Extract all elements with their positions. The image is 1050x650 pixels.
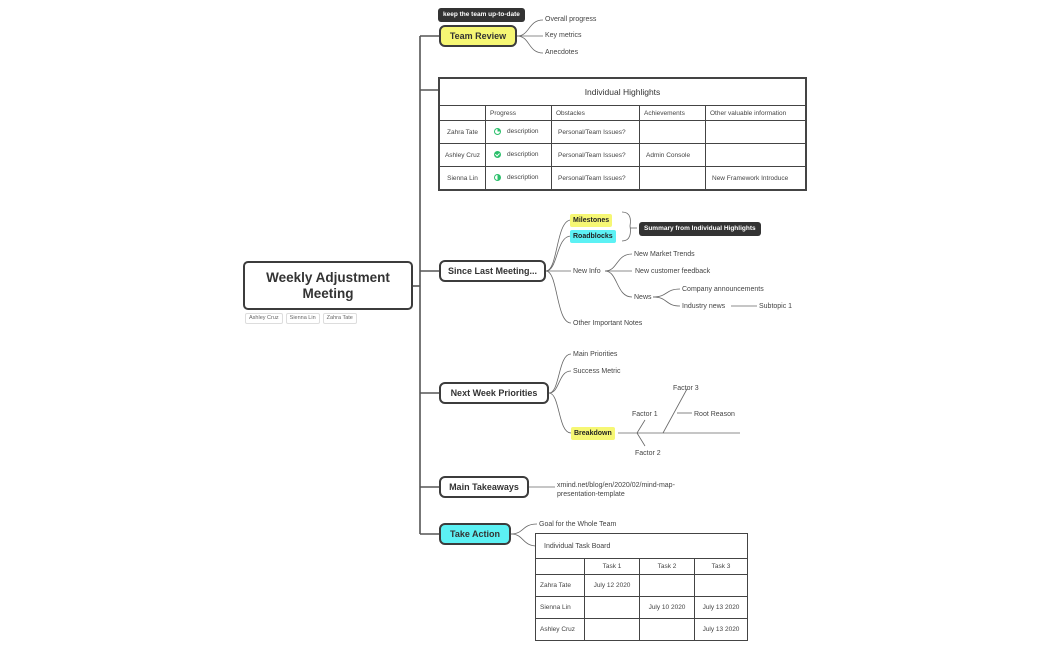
obstacles-cell: Personal/Team Issues? — [551, 166, 640, 191]
progress-cell: description — [485, 143, 552, 167]
takeaways-link[interactable]: xmind.net/blog/en/2020/02/mind-map- pres… — [557, 481, 675, 499]
since-last-meeting-topic[interactable]: Since Last Meeting... — [439, 260, 546, 282]
since-last-meeting-label: Since Last Meeting... — [447, 266, 538, 276]
task-cell — [694, 574, 748, 597]
new-info-node[interactable]: New Info — [573, 268, 601, 275]
anecdotes-node[interactable]: Anecdotes — [545, 49, 579, 56]
table-row: Ashley Cruz description Personal/Team Is… — [438, 143, 807, 167]
header-cell: Obstacles — [551, 105, 640, 121]
table-row: Ashley Cruz July 13 2020 — [535, 618, 748, 641]
table-row: Sienna Lin July 10 2020 July 13 2020 — [535, 596, 748, 619]
factor-1-node[interactable]: Factor 1 — [632, 411, 658, 418]
header-cell: Progress — [485, 105, 552, 121]
team-review-callout[interactable]: keep the team up-to-date — [438, 8, 525, 22]
other-info-cell — [705, 143, 807, 167]
task-cell — [639, 574, 695, 597]
breakdown-node[interactable]: Breakdown — [571, 427, 615, 440]
success-metric-node[interactable]: Success Metric — [573, 368, 621, 375]
take-action-topic[interactable]: Take Action — [439, 523, 511, 545]
main-takeaways-topic[interactable]: Main Takeaways — [439, 476, 529, 498]
industry-news-node[interactable]: Industry news — [682, 303, 726, 310]
main-priorities-node[interactable]: Main Priorities — [573, 351, 618, 358]
progress-text: description — [507, 151, 539, 159]
factor-3-node[interactable]: Factor 3 — [673, 385, 699, 392]
progress-text: description — [507, 174, 539, 182]
task-cell: July 13 2020 — [694, 596, 748, 619]
task-cell — [639, 618, 695, 641]
task-cell — [584, 596, 640, 619]
table-header-row: Task 1 Task 2 Task 3 — [535, 558, 748, 575]
label-tag: Zahra Tate — [322, 313, 357, 324]
header-cell — [535, 558, 585, 575]
task-cell — [584, 618, 640, 641]
task-cell: July 10 2020 — [639, 596, 695, 619]
individual-highlights-table[interactable]: Individual Highlights Progress Obstacles… — [438, 77, 807, 191]
company-announcements-node[interactable]: Company announcements — [682, 286, 764, 293]
row-name: Zahra Tate — [535, 574, 585, 597]
new-customer-feedback-node[interactable]: New customer feedback — [635, 268, 711, 275]
goal-node[interactable]: Goal for the Whole Team — [539, 521, 617, 528]
factor-2-node[interactable]: Factor 2 — [635, 450, 661, 457]
obstacles-cell: Personal/Team Issues? — [551, 120, 640, 144]
table-row: Sienna Lin description Personal/Team Iss… — [438, 166, 807, 191]
label-tag: Ashley Cruz — [245, 313, 283, 324]
header-cell: Task 3 — [694, 558, 748, 575]
row-name: Ashley Cruz — [535, 618, 585, 641]
header-cell: Task 2 — [639, 558, 695, 575]
task-board-title: Individual Task Board — [535, 533, 748, 559]
row-name: Ashley Cruz — [438, 143, 486, 167]
key-metrics-node[interactable]: Key metrics — [545, 32, 582, 39]
progress-cell: description — [485, 120, 552, 144]
main-takeaways-label: Main Takeaways — [449, 482, 519, 492]
progress-half-icon — [494, 174, 501, 182]
achievements-cell: Admin Console — [639, 143, 706, 167]
table-row: Zahra Tate description Personal/Team Iss… — [438, 120, 807, 144]
row-name: Sienna Lin — [535, 596, 585, 619]
milestones-node[interactable]: Milestones — [570, 214, 613, 227]
central-topic-labels: Ashley Cruz Sienna Lin Zahra Tate — [245, 313, 357, 324]
takeaways-link-line-2: presentation-template — [557, 491, 625, 498]
summary-callout[interactable]: Summary from Individual Highlights — [639, 222, 761, 236]
other-info-cell — [705, 120, 807, 144]
new-market-trends-node[interactable]: New Market Trends — [634, 251, 695, 258]
header-cell: Achievements — [639, 105, 706, 121]
table-row: Zahra Tate July 12 2020 — [535, 574, 748, 597]
task-cell: July 13 2020 — [694, 618, 748, 641]
header-cell — [438, 105, 486, 121]
central-topic-title: Weekly Adjustment Meeting — [266, 269, 390, 301]
root-reason-node[interactable]: Root Reason — [694, 411, 735, 418]
obstacles-cell: Personal/Team Issues? — [551, 143, 640, 167]
take-action-label: Take Action — [449, 529, 500, 539]
row-name: Sienna Lin — [438, 166, 486, 191]
next-week-priorities-label: Next Week Priorities — [450, 388, 538, 398]
other-important-notes-node[interactable]: Other Important Notes — [573, 320, 643, 327]
header-cell: Task 1 — [584, 558, 640, 575]
central-topic[interactable]: Weekly Adjustment Meeting — [243, 261, 413, 310]
team-review-label: Team Review — [449, 31, 507, 41]
progress-quarter-icon — [494, 128, 501, 136]
other-info-cell: New Framework Introduce — [705, 166, 807, 191]
achievements-cell — [639, 166, 706, 191]
subtopic-node[interactable]: Subtopic 1 — [759, 303, 793, 310]
highlights-title: Individual Highlights — [438, 77, 807, 106]
label-tag: Sienna Lin — [285, 313, 320, 324]
news-node[interactable]: News — [634, 294, 652, 301]
next-week-priorities-topic[interactable]: Next Week Priorities — [439, 382, 549, 404]
task-cell: July 12 2020 — [584, 574, 640, 597]
overall-progress-node[interactable]: Overall progress — [545, 16, 597, 23]
progress-text: description — [507, 128, 539, 136]
roadblocks-node[interactable]: Roadblocks — [570, 230, 616, 243]
individual-task-board-table[interactable]: Individual Task Board Task 1 Task 2 Task… — [535, 533, 748, 641]
row-name: Zahra Tate — [438, 120, 486, 144]
header-cell: Other valuable information — [705, 105, 807, 121]
table-header-row: Progress Obstacles Achievements Other va… — [438, 105, 807, 121]
team-review-topic[interactable]: Team Review — [439, 25, 517, 47]
progress-done-icon — [494, 151, 501, 159]
progress-cell: description — [485, 166, 552, 191]
takeaways-link-line-1: xmind.net/blog/en/2020/02/mind-map- — [557, 482, 675, 489]
achievements-cell — [639, 120, 706, 144]
